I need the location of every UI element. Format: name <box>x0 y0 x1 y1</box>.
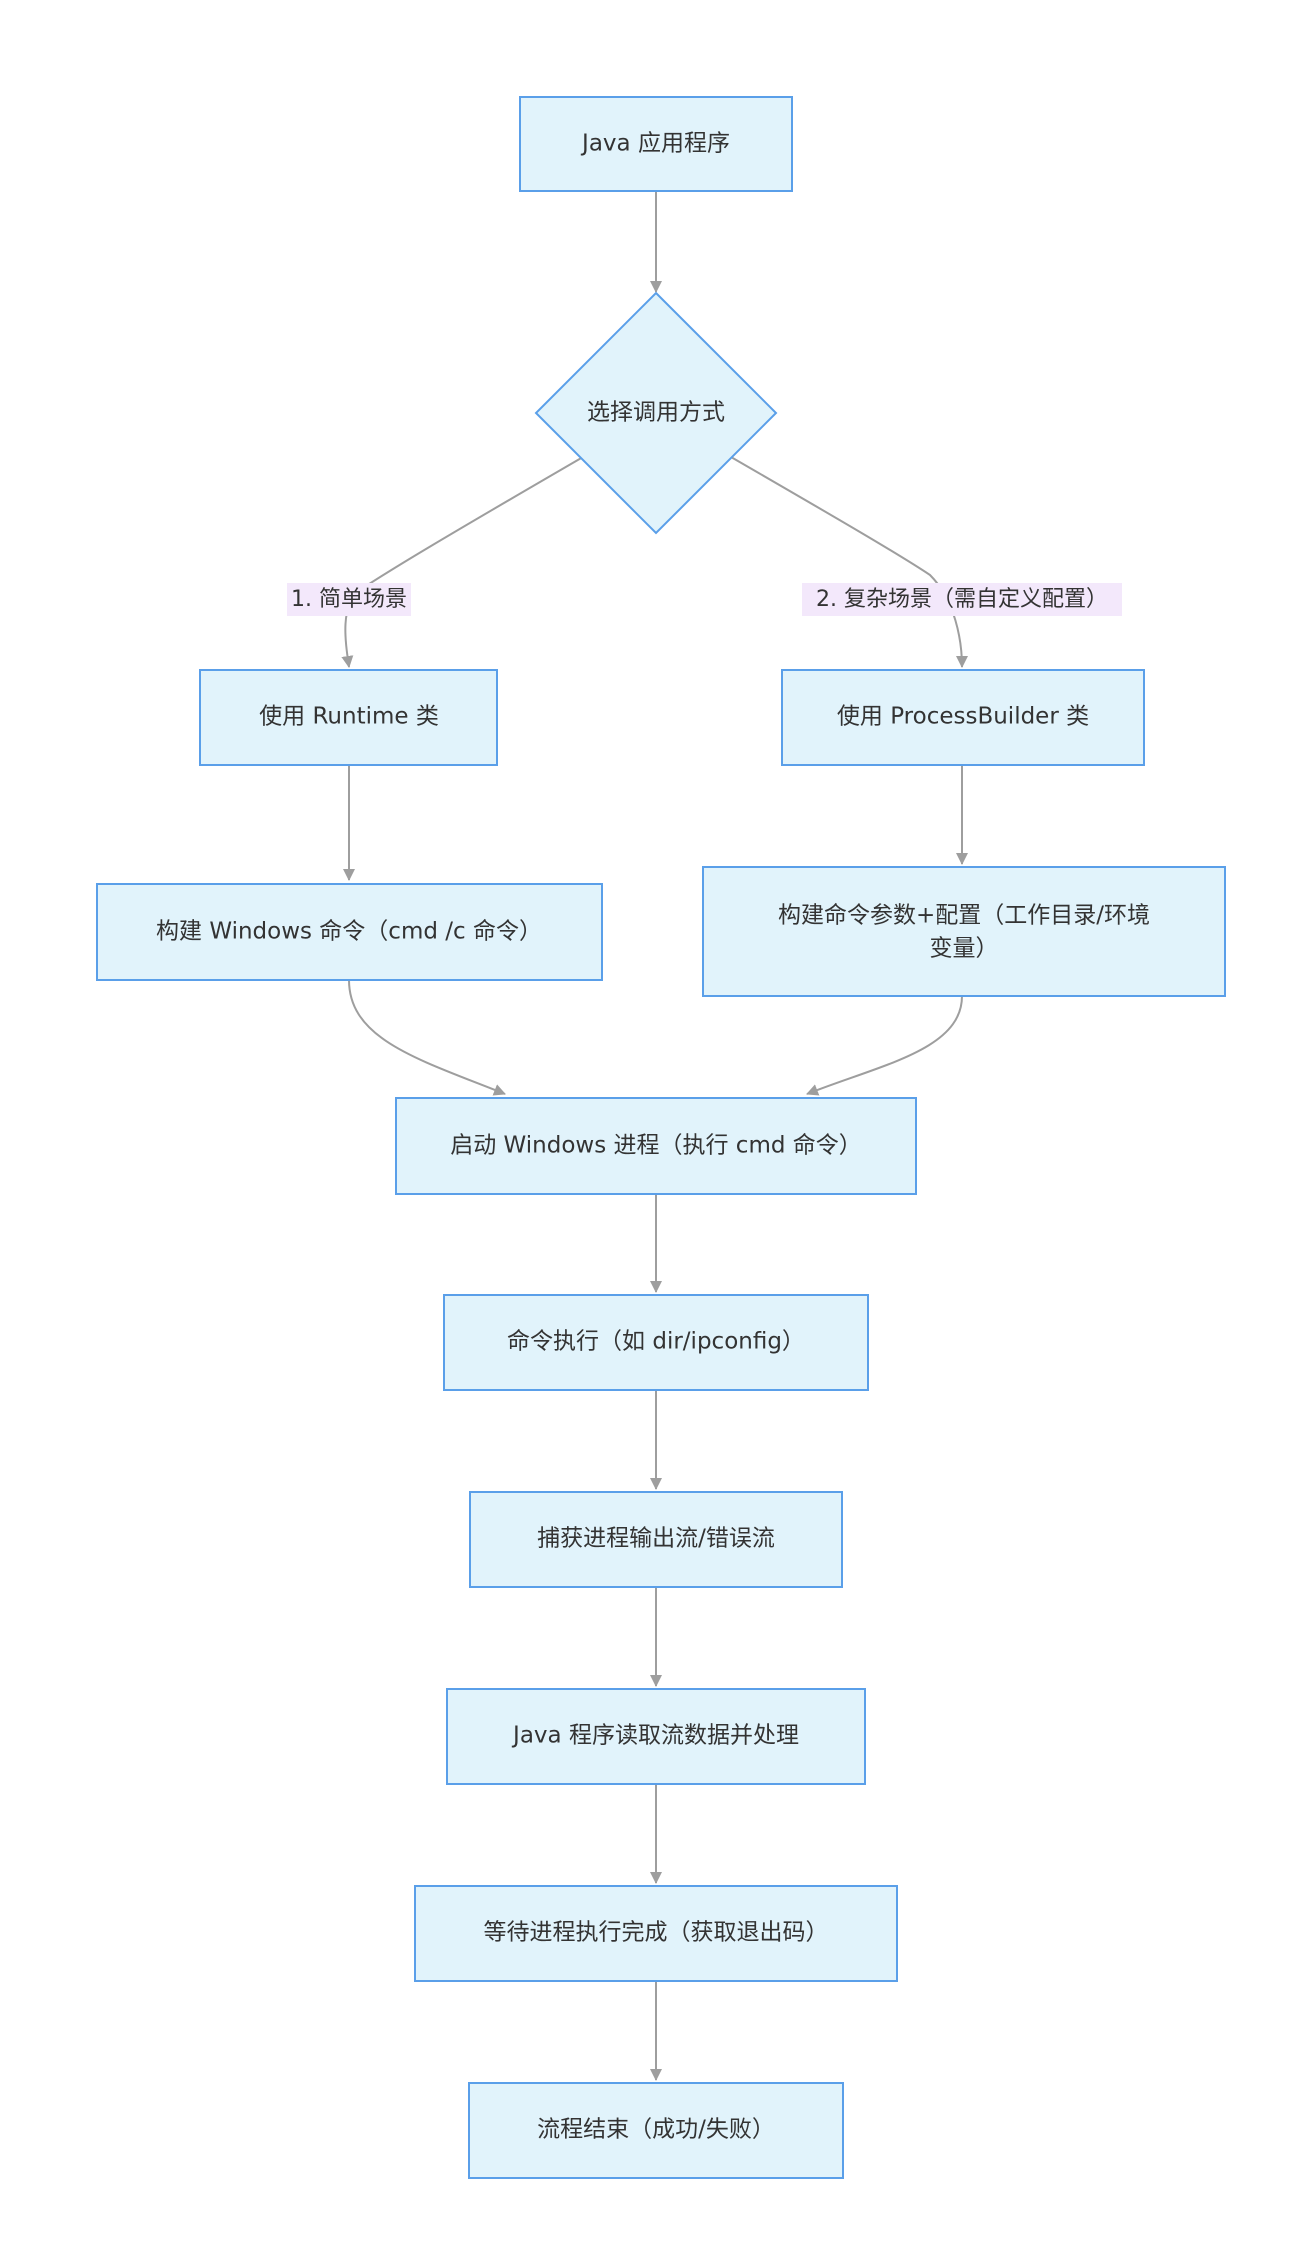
edge-label-simple: 1. 简单场景 <box>287 583 411 616</box>
node-java-app: Java 应用程序 <box>519 96 793 192</box>
edge-build-cmd-to-start <box>348 979 506 1096</box>
edge-choose-to-pb <box>730 456 968 668</box>
node-choose-decision: 选择调用方式 <box>534 291 778 535</box>
node-use-processbuilder: 使用 ProcessBuilder 类 <box>781 669 1145 766</box>
node-exec-cmd-label: 命令执行（如 dir/ipconfig） <box>507 1329 805 1355</box>
node-use-runtime: 使用 Runtime 类 <box>199 669 498 766</box>
node-wait-process: 等待进程执行完成（获取退出码） <box>414 1885 898 1982</box>
node-build-windows-cmd-label: 构建 Windows 命令（cmd /c 命令） <box>156 919 542 945</box>
edge-label-complex-text: 2. 复杂场景（需自定义配置） <box>816 587 1108 612</box>
node-start-process-label: 启动 Windows 进程（执行 cmd 命令） <box>450 1133 862 1159</box>
node-use-processbuilder-label: 使用 ProcessBuilder 类 <box>837 704 1089 730</box>
node-capture-streams: 捕获进程输出流/错误流 <box>469 1491 843 1588</box>
node-read-stream: Java 程序读取流数据并处理 <box>446 1688 866 1785</box>
node-start-process: 启动 Windows 进程（执行 cmd 命令） <box>395 1097 917 1195</box>
edge-choose-to-runtime <box>341 456 584 668</box>
node-use-runtime-label: 使用 Runtime 类 <box>259 704 439 730</box>
node-capture-streams-label: 捕获进程输出流/错误流 <box>537 1526 775 1552</box>
node-build-args-label-line2: 变量） <box>930 936 999 962</box>
edge-label-complex: 2. 复杂场景（需自定义配置） <box>802 583 1122 616</box>
node-wait-process-label: 等待进程执行完成（获取退出码） <box>484 1920 829 1946</box>
edges <box>341 191 968 2081</box>
node-exec-cmd: 命令执行（如 dir/ipconfig） <box>443 1294 869 1391</box>
edge-label-simple-text: 1. 简单场景 <box>291 587 407 612</box>
node-end: 流程结束（成功/失败） <box>468 2082 844 2179</box>
node-choose-label: 选择调用方式 <box>587 400 725 426</box>
edge-build-args-to-start <box>806 995 963 1096</box>
node-build-args-config: 构建命令参数+配置（工作目录/环境 变量） <box>702 866 1226 997</box>
node-java-app-label: Java 应用程序 <box>580 131 730 157</box>
node-end-label: 流程结束（成功/失败） <box>537 2117 775 2143</box>
node-build-windows-cmd: 构建 Windows 命令（cmd /c 命令） <box>96 883 603 981</box>
node-read-stream-label: Java 程序读取流数据并处理 <box>511 1723 799 1749</box>
node-build-args-label-line1: 构建命令参数+配置（工作目录/环境 <box>778 903 1150 929</box>
